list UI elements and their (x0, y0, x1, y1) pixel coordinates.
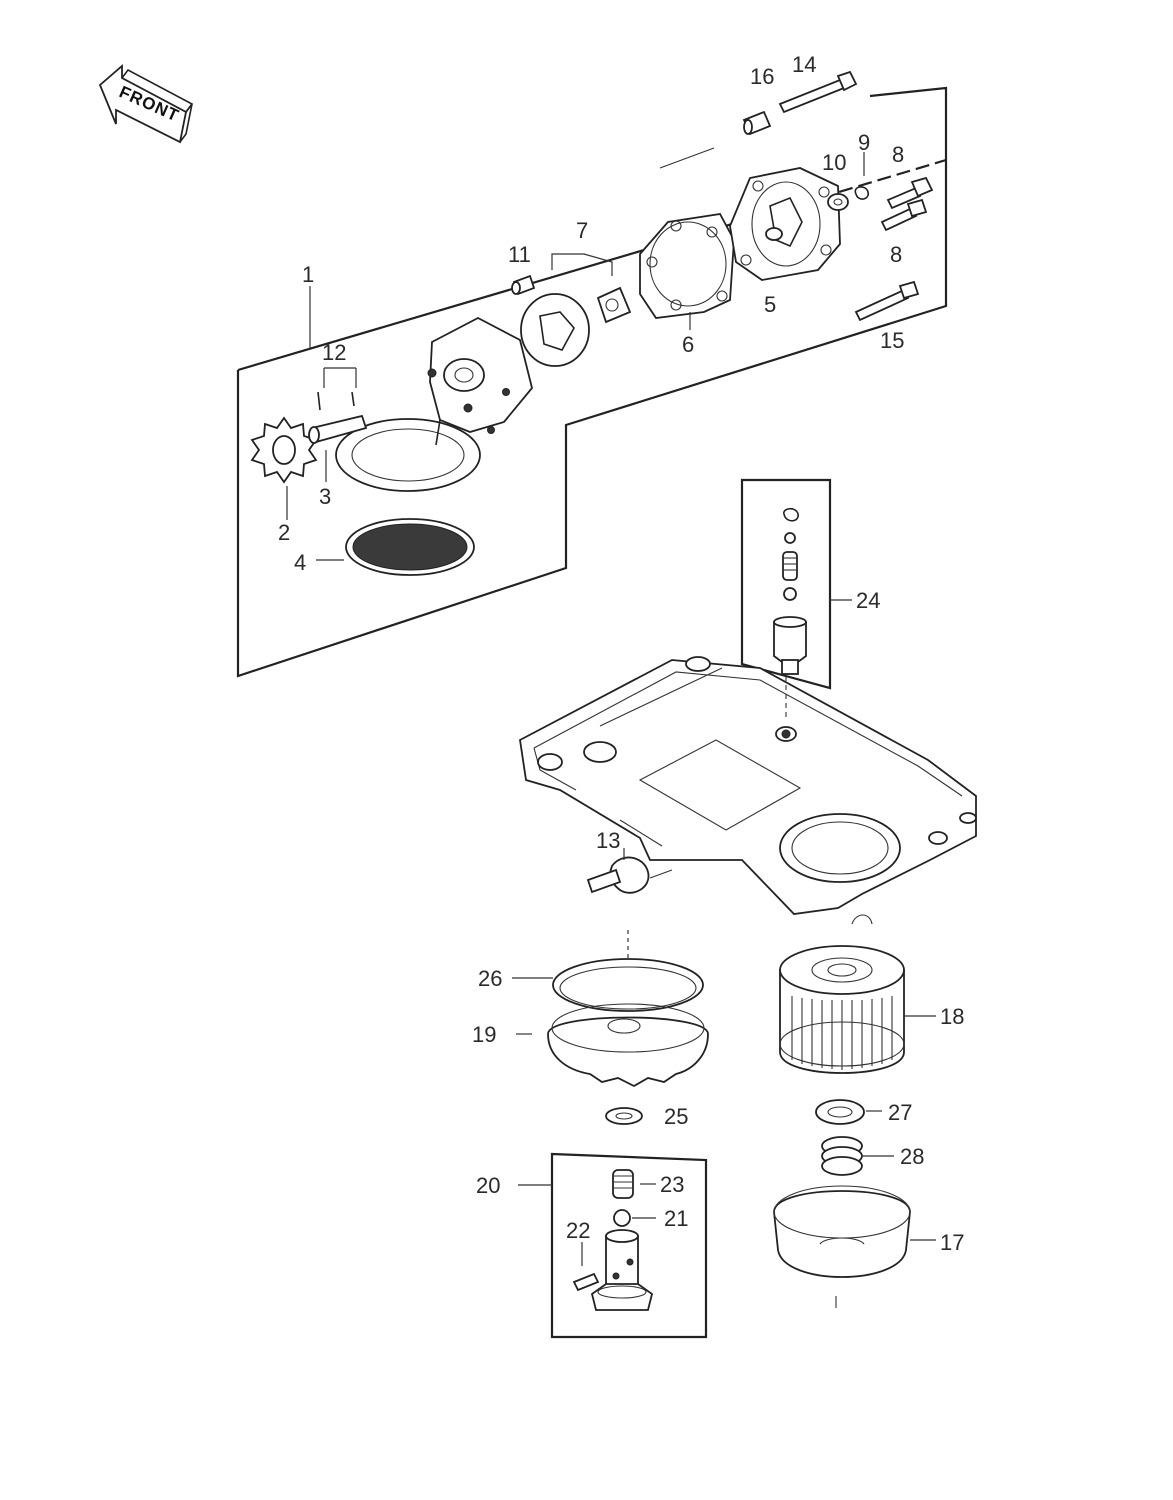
callout-16: 16 (750, 64, 774, 89)
oil-pressure-switch (586, 848, 673, 894)
pump-sprocket (250, 416, 318, 520)
dowel-pin (742, 110, 772, 136)
callout-13: 13 (596, 828, 620, 853)
callout-14: 14 (792, 52, 816, 77)
filter-bolt-box (518, 1152, 708, 1339)
oil-pump-body (335, 316, 533, 492)
filter-spring-washer (815, 1099, 882, 1125)
oil-pump-assembly-box (236, 86, 948, 678)
bypass-spring (612, 1169, 656, 1199)
callout-27: 27 (888, 1100, 912, 1125)
callout-9: 9 (858, 130, 870, 155)
pump-rotor-outer (520, 293, 590, 367)
filter-washer (605, 1107, 643, 1125)
callout-7: 7 (576, 218, 588, 243)
callout-2: 2 (278, 520, 290, 545)
pump-cover (729, 167, 841, 281)
callout-4: 4 (294, 550, 306, 575)
callout-25: 25 (664, 1104, 688, 1129)
callout-24: 24 (856, 588, 880, 613)
bypass-ball (613, 1209, 656, 1227)
oil-filter-element (779, 945, 936, 1074)
rotor-pin (511, 274, 536, 296)
pump-shaft (308, 367, 368, 482)
rotor-callout-bracket (551, 253, 613, 276)
pump-rotor-inner (596, 286, 632, 324)
callout-6: 6 (682, 332, 694, 357)
assembly-guide-line (659, 147, 715, 169)
cover-bolt-15 (854, 280, 920, 322)
pump-gasket (639, 213, 735, 330)
filter-spring (821, 1136, 894, 1176)
relief-valve-box (740, 478, 852, 690)
callout-23: 23 (660, 1172, 684, 1197)
filter-o-ring (512, 930, 704, 1012)
callout-1: 1 (302, 262, 314, 287)
pump-washer (827, 193, 849, 211)
callout-17: 17 (940, 1230, 964, 1255)
callout-21: 21 (664, 1206, 688, 1231)
callout-10: 10 (822, 150, 846, 175)
callout-8-upper: 8 (892, 142, 904, 167)
cover-bolt-lower (880, 198, 928, 232)
filter-bolt (590, 1229, 654, 1311)
callout-20: 20 (476, 1173, 500, 1198)
oil-filter-cover (773, 1185, 936, 1308)
filter-mount-plate (516, 1003, 709, 1088)
callout-22: 22 (566, 1218, 590, 1243)
callout-28: 28 (900, 1144, 924, 1169)
callout-18: 18 (940, 1004, 964, 1029)
callout-15: 15 (880, 328, 904, 353)
callout-19: 19 (472, 1022, 496, 1047)
callout-12: 12 (322, 340, 346, 365)
callout-8-lower: 8 (890, 242, 902, 267)
front-arrow-icon: FRONT (98, 64, 194, 144)
cover-bolt-upper (886, 176, 934, 210)
oil-pan (519, 656, 977, 925)
oil-strainer-screen (316, 518, 475, 576)
pump-circlip (854, 152, 869, 200)
bolt-pin (572, 1242, 600, 1292)
callout-26: 26 (478, 966, 502, 991)
callout-5: 5 (764, 292, 776, 317)
callout-3: 3 (319, 484, 331, 509)
callout-11: 11 (508, 242, 531, 267)
cover-bolt-long (778, 70, 858, 114)
relief-valve-parts (773, 507, 807, 675)
